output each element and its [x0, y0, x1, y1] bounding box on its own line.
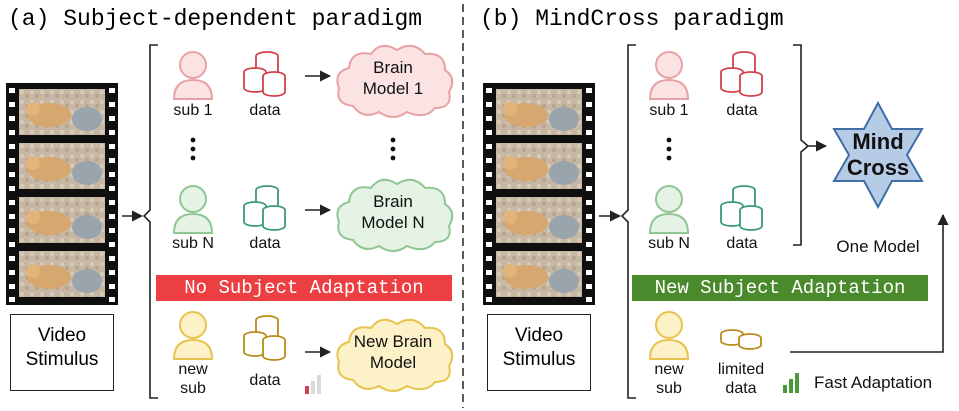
- video-stimulus-box: Video Stimulus: [10, 314, 114, 391]
- video-label-line1: Video: [37, 325, 87, 346]
- limited-data-label: limited data: [706, 360, 776, 398]
- limited-data-line2: data: [725, 380, 757, 397]
- cloud-line2: Model N: [361, 213, 425, 232]
- new-sub-line1: new: [178, 361, 208, 378]
- data-label: data: [249, 102, 281, 119]
- new-subject-adaptation-banner: New Subject Adaptation: [632, 275, 928, 301]
- new-sub-line2: sub: [656, 380, 682, 397]
- right-brace: [793, 44, 810, 246]
- new-brain-model-label: New Brain Model: [338, 331, 448, 373]
- sub-1-label: sub 1: [649, 102, 689, 119]
- person-icon: [172, 185, 214, 234]
- left-brace: [620, 44, 636, 399]
- cloud-line1: Brain: [373, 58, 413, 77]
- data-label: data: [726, 102, 758, 119]
- film-frames: [19, 89, 105, 297]
- person-icon: [172, 311, 214, 360]
- film-strip-icon: [483, 83, 595, 305]
- video-label-line2: Stimulus: [25, 349, 99, 370]
- one-model-label: One Model: [836, 237, 920, 256]
- cloud-icon: [336, 318, 454, 392]
- sub-n-label: sub N: [172, 235, 214, 252]
- vertical-ellipsis: [190, 137, 672, 161]
- film-frames: [496, 89, 582, 297]
- brain-model-n-label: Brain Model N: [338, 191, 448, 233]
- left-brace: [142, 44, 158, 399]
- cloud-line2: Model 1: [362, 79, 424, 98]
- new-sub-label: new sub: [639, 360, 699, 398]
- database-icon: [720, 51, 763, 97]
- video-stimulus-box: Video Stimulus: [487, 314, 591, 391]
- sub-n-label: sub N: [648, 235, 690, 252]
- database-icon: [243, 315, 286, 361]
- fast-adaptation-label: Fast Adaptation: [814, 373, 933, 392]
- limited-data-line1: limited: [717, 361, 765, 378]
- database-icon: [720, 185, 763, 231]
- database-icon: [720, 329, 762, 350]
- cloud-icon: [336, 178, 454, 252]
- star-icon: [832, 100, 924, 210]
- database-icon: [243, 51, 286, 97]
- new-sub-line2: sub: [180, 380, 206, 397]
- database-icon: [243, 185, 286, 231]
- cloud-line1: New Brain: [353, 332, 433, 351]
- brain-model-1-label: Brain Model 1: [338, 57, 448, 99]
- signal-bars-icon: [305, 375, 321, 394]
- star-line1: Mind: [852, 129, 904, 154]
- signal-bars-icon: [783, 373, 799, 393]
- star-line2: Cross: [846, 155, 910, 180]
- new-sub-line1: new: [654, 361, 684, 378]
- data-label: data: [726, 235, 758, 252]
- data-label: data: [249, 372, 281, 389]
- person-icon: [648, 185, 690, 234]
- mindcross-label: Mind Cross: [838, 129, 918, 181]
- video-label-line1: Video: [514, 325, 564, 346]
- cloud-line1: Brain: [373, 192, 413, 211]
- sub-1-label: sub 1: [173, 102, 213, 119]
- arrow-icon: [790, 213, 949, 353]
- no-subject-adaptation-banner: No Subject Adaptation: [156, 275, 452, 301]
- panel-a-title: (a) Subject-dependent paradigm: [8, 6, 423, 32]
- person-icon: [172, 51, 214, 100]
- person-icon: [648, 311, 690, 360]
- video-label-line2: Stimulus: [502, 349, 576, 370]
- panel-b-title: (b) MindCross paradigm: [480, 6, 784, 32]
- cloud-icon: [336, 44, 454, 118]
- data-label: data: [249, 235, 281, 252]
- cloud-line2: Model: [369, 353, 417, 372]
- new-sub-label: new sub: [163, 360, 223, 398]
- film-strip-icon: [6, 83, 118, 305]
- person-icon: [648, 51, 690, 100]
